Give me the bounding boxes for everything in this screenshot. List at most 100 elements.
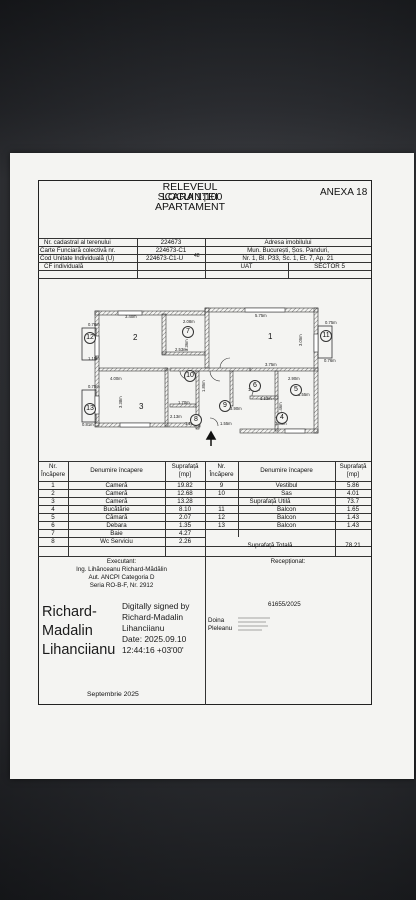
address-line1: Mun. București, Șos. Panduri, xyxy=(247,247,329,254)
table-row-nr: 7 xyxy=(51,530,55,537)
table-row-name: Sas xyxy=(281,490,292,497)
room-6-label: 6 xyxy=(249,380,261,392)
svg-text:1.55m: 1.55m xyxy=(220,421,232,426)
signature-name-line2: Madalin xyxy=(42,623,93,639)
series: Seria RO-B-F, Nr. 2912 xyxy=(89,582,154,589)
uat-value: SECTOR 5 xyxy=(314,263,345,270)
header-area-right: Suprafață [mp] xyxy=(339,463,367,478)
table-row-name: Cameră xyxy=(105,498,128,505)
header-nr-left: Nr. Încăpere xyxy=(40,463,66,478)
table-row-nr: 2 xyxy=(51,490,55,497)
svg-text:2.53m: 2.53m xyxy=(175,347,187,352)
header-name-right: Denumire încapere xyxy=(260,467,313,474)
svg-text:0.75m: 0.75m xyxy=(88,384,100,389)
unit-code-value: 224673-C1-U xyxy=(146,255,184,262)
table-row-name: Bucătărie xyxy=(103,506,130,513)
room-2-label: 2 xyxy=(133,333,138,342)
table-row-area: 8.10 xyxy=(178,506,192,513)
room-3-label: 3 xyxy=(139,402,144,411)
cadastral-label: Nr. cadastral al terenului xyxy=(44,239,111,246)
room-8-label: 8 xyxy=(190,414,202,426)
receiver-digital-stamp xyxy=(238,617,270,631)
digital-sign-line3: Lihanciianu xyxy=(122,623,165,633)
table-row-nr: 6 xyxy=(51,522,55,529)
svg-text:1.55m: 1.55m xyxy=(298,392,310,397)
table-row-name: Baie xyxy=(110,530,123,537)
svg-text:2.08m: 2.08m xyxy=(183,319,195,324)
table-row-area: 5.86 xyxy=(346,482,360,489)
authorization: Aut. ANCPI Categoria D xyxy=(88,574,155,581)
table-row-area: 2.07 xyxy=(178,514,192,521)
header-area-left: Suprafață [mp] xyxy=(171,463,199,478)
digital-sign-line2: Richard-Madalin xyxy=(122,612,183,622)
svg-text:5.75m: 5.75m xyxy=(255,313,267,318)
executant-label: Executant: xyxy=(106,558,137,565)
receptionat-label: Recepționat: xyxy=(270,558,306,565)
svg-text:1.46m: 1.46m xyxy=(278,402,283,414)
signature-name-line3: Lihanciianu xyxy=(42,642,116,658)
table-row-area: 12.68 xyxy=(177,490,193,497)
room-10-label: 10 xyxy=(184,370,196,382)
table-row-name: Cameră xyxy=(105,482,128,489)
header-nr-right: Nr. Încăpere xyxy=(209,463,234,478)
address-label: Adresa imobilului xyxy=(264,239,312,246)
table-row-nr: 11 xyxy=(218,506,225,513)
table-row-name: Vestibul xyxy=(275,482,298,489)
svg-text:3.90m: 3.90m xyxy=(230,406,242,411)
digital-sign-line4: Date: 2025.09.10 xyxy=(122,634,187,644)
table-row-area: 1.65 xyxy=(346,506,360,513)
useful-area-value: 73.7 xyxy=(346,498,360,505)
table-row-name: Cămară xyxy=(105,514,128,521)
signature-name-line1: Richard- xyxy=(42,604,97,620)
table-row-nr: 12 xyxy=(218,514,225,521)
table-row-nr: 4 xyxy=(51,506,55,513)
cf-collective-label: Carte Funciară colectivă nr. xyxy=(40,247,116,254)
svg-text:0.75m: 0.75m xyxy=(325,320,337,325)
reception-number: 61655/2025 xyxy=(268,601,301,608)
useful-area-label: Suprafață Utilă xyxy=(249,498,291,505)
table-row-area: 1.43 xyxy=(346,514,360,521)
svg-text:0.70m: 0.70m xyxy=(88,322,100,327)
uat-label: UAT xyxy=(240,263,253,270)
svg-text:1.85m: 1.85m xyxy=(201,380,206,392)
table-row-name: Cameră xyxy=(105,490,128,497)
room-9-label: 9 xyxy=(219,400,231,412)
paper-sheet xyxy=(10,153,414,779)
svg-text:3.75m: 3.75m xyxy=(265,362,277,367)
cf-collective-value: 224673-C1 xyxy=(155,247,187,254)
table-row-area: 19.82 xyxy=(177,482,193,489)
executant-name: Ing. Lihănceanu Richard-Mădălin xyxy=(76,566,167,573)
svg-text:1.13m: 1.13m xyxy=(260,396,272,401)
svg-text:1.70m: 1.70m xyxy=(178,400,190,405)
header-name-left: Denumire încapere xyxy=(90,467,143,474)
svg-text:0.76m: 0.76m xyxy=(324,358,336,363)
svg-text:2.90m: 2.90m xyxy=(288,376,300,381)
annex-label: ANEXA 18 xyxy=(320,187,368,198)
table-row-nr: 1 xyxy=(51,482,55,489)
room-12-label: 12 xyxy=(84,332,96,344)
room-7-label: 7 xyxy=(182,326,194,338)
address-line2: Nr. 1, Bl. P33, Sc. 1, Et. 7, Ap. 21 xyxy=(242,255,334,262)
floor-plan: 3.40m 5.75m 2.08m 2.53m 3.75m 4.00m 3.38… xyxy=(81,307,337,446)
cf-individual-label: CF individuală xyxy=(44,263,84,270)
table-row-area: 13.28 xyxy=(177,498,193,505)
table-row-nr: 10 xyxy=(218,490,225,497)
digital-sign-line5: 12:44:16 +03'00' xyxy=(122,645,184,655)
document-date: Septembrie 2025 xyxy=(87,691,139,698)
table-row-area: 4.01 xyxy=(346,490,360,497)
room-4-label: 4 xyxy=(276,412,288,424)
receiver-line1: Doina xyxy=(208,617,225,624)
svg-text:3.38m: 3.38m xyxy=(118,396,123,408)
title-line1: RELEVEUL LOCUINȚEI xyxy=(161,181,218,203)
title-line3: APARTAMENT xyxy=(154,201,225,213)
unit-code-label: Cod Unitate Individuală (U) xyxy=(40,255,115,262)
svg-text:1.15m: 1.15m xyxy=(88,356,100,361)
table-row-area: 1.35 xyxy=(178,522,192,529)
room-11-label: 11 xyxy=(320,330,332,342)
table-row-nr: 8 xyxy=(51,538,55,545)
title-line2: SCARA 1:100 xyxy=(157,191,223,203)
svg-text:3.40m: 3.40m xyxy=(125,314,137,319)
table-row-nr: 3 xyxy=(51,498,55,505)
table-row-name: Wc Serviciu xyxy=(100,538,133,545)
table-row-name: Balcon xyxy=(277,522,296,529)
